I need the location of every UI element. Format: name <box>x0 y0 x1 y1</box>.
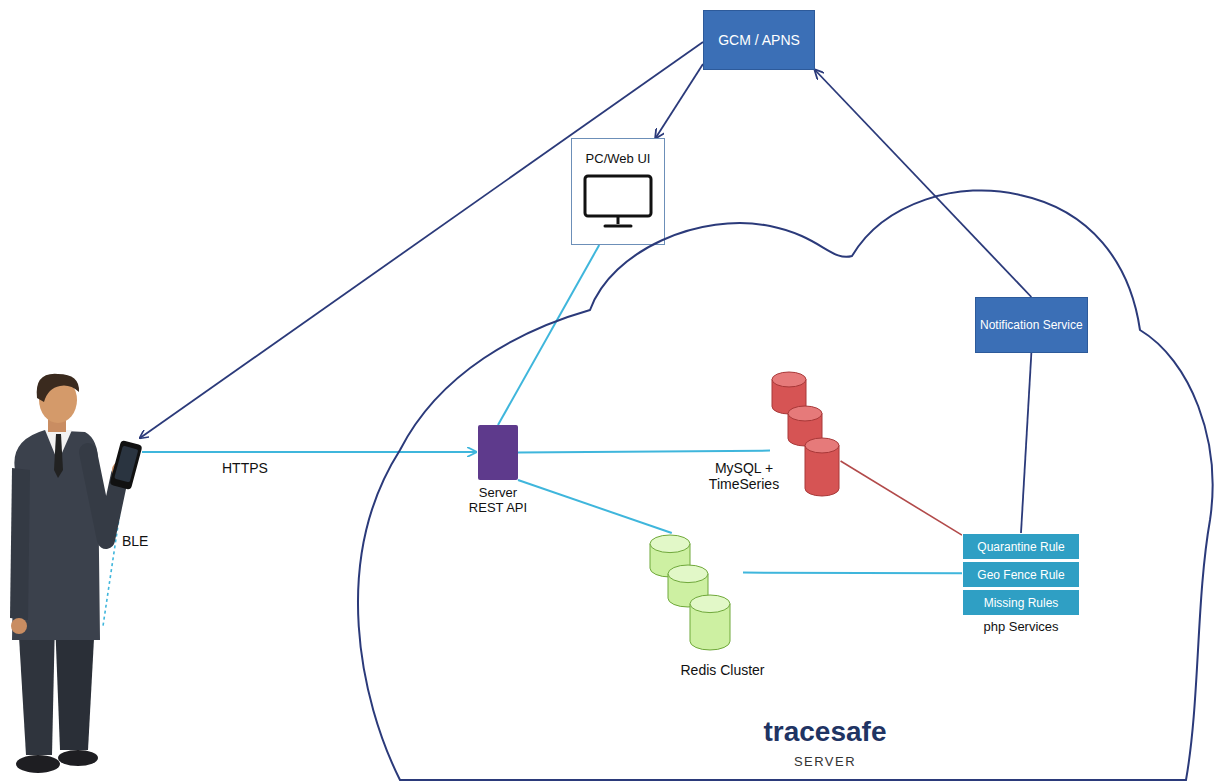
connector <box>743 572 962 575</box>
text-slot: SERVER <box>735 754 915 769</box>
text-slot: MySQL + TimeSeries <box>700 460 788 492</box>
cache-cluster: Redis Cluster <box>640 530 780 690</box>
rule-box: Quarantine Rule <box>962 533 1080 560</box>
connector <box>518 480 672 533</box>
connector <box>656 64 703 138</box>
protocol-label: HTTPS <box>222 460 268 476</box>
cylinder-stack <box>648 533 743 653</box>
text-slot: tracesafe <box>735 716 915 748</box>
api-server: Server REST API <box>463 425 533 535</box>
cloud-outline <box>340 180 1225 783</box>
node-label: SERVER <box>735 754 915 769</box>
text-slot: Redis Cluster <box>665 662 780 678</box>
person-figure <box>10 374 143 773</box>
node-label: MySQL + TimeSeries <box>700 460 788 492</box>
server-icon <box>478 425 518 480</box>
client-box: PC/Web UI <box>571 138 665 245</box>
cloud-region: tracesafeSERVER Notification ServiceServe… <box>340 180 1225 783</box>
connector <box>815 70 1031 297</box>
connector <box>498 245 599 425</box>
service-group: php Services Quarantine RuleGeo Fence Rul… <box>962 533 1080 639</box>
rule-box: Missing Rules <box>962 589 1080 616</box>
node-label: Redis Cluster <box>665 662 780 678</box>
connector <box>841 461 962 535</box>
connector <box>518 451 770 453</box>
node-label: Missing Rules <box>984 596 1059 610</box>
cylinder-stack <box>770 370 842 500</box>
node-label: php Services <box>962 619 1080 634</box>
node-label: GCM / APNS <box>718 32 800 48</box>
monitor-icon <box>583 174 653 230</box>
service-box: GCM / APNS <box>703 10 815 70</box>
push-line <box>140 42 703 438</box>
node-label: Server REST API <box>463 485 533 515</box>
text-slot: Server REST API <box>463 485 533 515</box>
connector <box>1021 353 1031 533</box>
service-box: Notification Service <box>975 297 1088 353</box>
https-line <box>142 451 476 453</box>
node-label: Quarantine Rule <box>977 540 1064 554</box>
node-label: PC/Web UI <box>586 151 651 166</box>
node-label: Geo Fence Rule <box>977 568 1064 582</box>
cache-icon <box>648 533 743 653</box>
protocol-label: BLE <box>122 533 148 549</box>
rule-box: Geo Fence Rule <box>962 561 1080 588</box>
node-label: Notification Service <box>980 318 1083 332</box>
database: MySQL + TimeSeries <box>700 370 845 505</box>
database-icon <box>770 370 842 500</box>
node-label: tracesafe <box>735 716 915 748</box>
text-slot: php Services <box>962 619 1080 634</box>
